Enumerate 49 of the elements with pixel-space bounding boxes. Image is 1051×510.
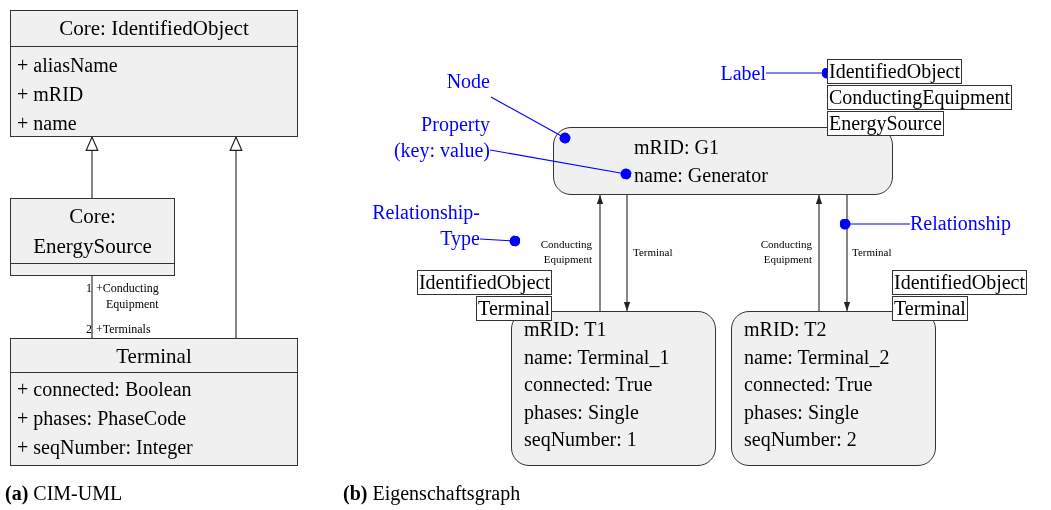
property-text: seqNumber: 2 <box>744 427 858 453</box>
class-box <box>10 10 298 137</box>
leader-line <box>839 218 911 230</box>
property-text: connected: True <box>524 372 654 397</box>
property-text: phases: Single <box>524 399 640 426</box>
leader-line <box>490 96 571 144</box>
property-text: mRID: G1 <box>634 135 720 160</box>
label-text: Terminal <box>476 296 552 321</box>
attribute-text: + name <box>17 111 77 136</box>
label-text: ConductingEquipment <box>827 85 1013 110</box>
relationship-arrow <box>815 194 823 312</box>
property-text: name: Terminal_2 <box>744 344 891 370</box>
annotation-text: Relationship <box>910 210 1040 236</box>
property-text: mRID: T2 <box>744 317 828 342</box>
property-text: connected: True <box>744 372 874 397</box>
class-name: Core: EnergySource <box>32 203 153 260</box>
leader-line <box>479 235 521 247</box>
attribute-text: + seqNumber: Integer <box>17 435 193 461</box>
attribute-text: + phases: PhaseCode <box>17 406 187 432</box>
class-name: Terminal <box>115 343 193 370</box>
label-text: Terminal <box>892 296 968 321</box>
attribute-text: + aliasName <box>17 53 118 78</box>
property-text: phases: Single <box>744 399 860 426</box>
association-line <box>91 275 93 339</box>
annotation-text: Relationship-Type <box>340 199 480 251</box>
property-text: name: Terminal_1 <box>524 344 671 370</box>
attribute-text: + mRID <box>17 82 84 107</box>
generalization-arrow <box>85 136 99 199</box>
attribute-text: + connected: Boolean <box>17 377 192 402</box>
edge-label: Conducting Equipment <box>520 237 592 267</box>
label-text: IdentifiedObject <box>892 270 1028 295</box>
figure-caption: (b) Eigenschaftsgraph <box>343 482 521 505</box>
class-box <box>10 338 298 466</box>
label-text: EnergySource <box>827 111 944 136</box>
property-text: name: Generator <box>634 162 769 188</box>
relationship-arrow <box>843 194 851 312</box>
annotation-text: Node <box>420 68 490 94</box>
label-text: IdentifiedObject <box>827 59 963 84</box>
class-name: Core: IdentifiedObject <box>58 15 250 42</box>
generalization-arrow <box>229 136 243 339</box>
annotation-text: Property (key: value) <box>380 111 490 163</box>
annotation-text: Label <box>700 60 766 86</box>
relationship-arrow <box>596 194 604 312</box>
label-text: IdentifiedObject <box>416 270 552 295</box>
figure-caption: (a) CIM-UML <box>5 482 123 505</box>
property-text: seqNumber: 1 <box>524 427 638 453</box>
leader-line <box>489 149 632 180</box>
relationship-arrow <box>623 194 631 312</box>
class-box <box>10 198 175 276</box>
